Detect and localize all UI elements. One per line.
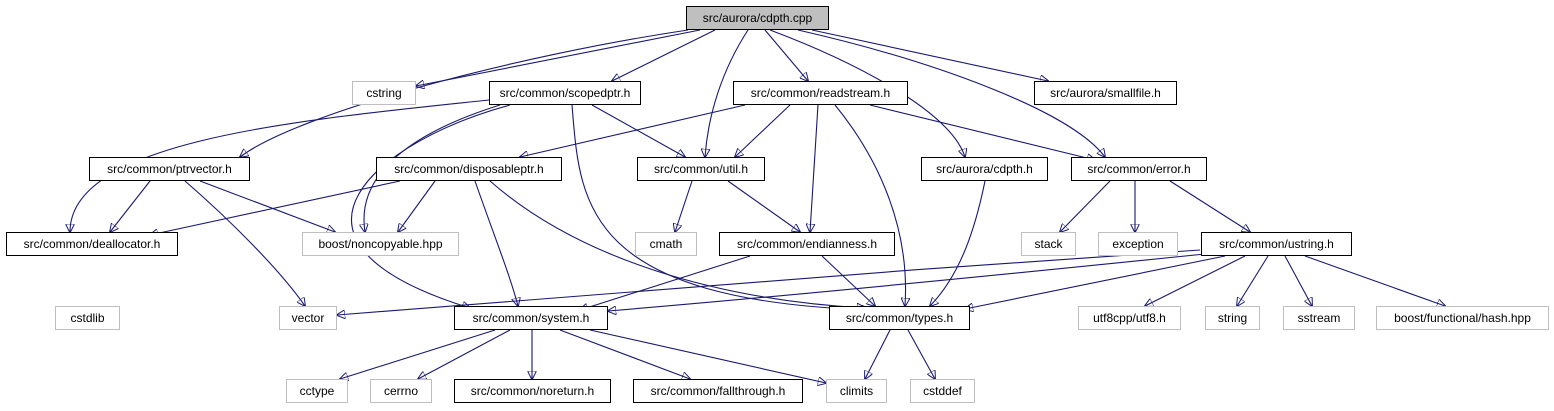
node-noreturn[interactable]: src/common/noreturn.h <box>454 379 611 403</box>
node-system[interactable]: src/common/system.h <box>454 306 608 330</box>
edge-scopedptr-util <box>591 104 685 157</box>
edge-cdpth-cpp-cstring <box>416 29 701 86</box>
edge-readstream-endianness <box>810 104 819 232</box>
edge-disposableptr-types <box>489 180 865 308</box>
edge-ustring-system <box>608 253 1206 311</box>
node-deallocator[interactable]: src/common/deallocator.h <box>6 232 178 256</box>
node-string[interactable]: string <box>1205 306 1260 330</box>
edge-ptrvector-deallocator <box>110 180 151 232</box>
edge-ustring-hash <box>1304 255 1445 306</box>
edge-disposableptr-deallocator <box>150 180 401 235</box>
edge-system-cctype <box>340 329 496 379</box>
edge-error-ustring <box>1169 180 1250 232</box>
edge-scopedptr-types <box>571 104 870 310</box>
edge-ustring-sstream <box>1284 255 1312 306</box>
node-climits[interactable]: climits <box>826 379 887 403</box>
edge-cdpth-cpp-ptrvector <box>240 29 689 157</box>
node-cstring[interactable]: cstring <box>352 81 416 105</box>
edge-scopedptr-noncopyable <box>364 104 501 232</box>
edge-scopedptr-system <box>350 104 511 308</box>
node-readstream[interactable]: src/common/readstream.h <box>733 81 908 105</box>
edge-cdpth-cpp-readstream <box>764 29 808 81</box>
edge-cdpth-cpp-scopedptr <box>612 29 716 81</box>
edge-scopedptr-deallocator <box>70 99 490 232</box>
edge-system-cerrno <box>418 329 511 379</box>
node-ustring[interactable]: src/common/ustring.h <box>1201 232 1352 256</box>
node-vector[interactable]: vector <box>279 306 337 330</box>
node-utf8[interactable]: utf8cpp/utf8.h <box>1078 306 1181 330</box>
edge-cdpth-h-types <box>930 180 986 306</box>
edge-util-cmath <box>675 180 693 232</box>
edge-endianness-types <box>821 255 875 306</box>
edge-cdpth-cpp-smallfile <box>811 29 1048 81</box>
node-util[interactable]: src/common/util.h <box>637 157 765 181</box>
node-cctype[interactable]: cctype <box>286 379 348 403</box>
edge-readstream-util <box>735 104 791 157</box>
node-cmath[interactable]: cmath <box>635 232 697 256</box>
edge-error-stack <box>1060 180 1111 232</box>
node-error[interactable]: src/common/error.h <box>1071 157 1207 181</box>
node-cdpth-cpp[interactable]: src/aurora/cdpth.cpp <box>686 6 829 30</box>
node-types[interactable]: src/common/types.h <box>829 306 970 330</box>
edge-cdpth-cpp-util <box>705 29 749 157</box>
node-noncopyable[interactable]: boost/noncopyable.hpp <box>302 232 459 256</box>
edge-cdpth-cpp-error <box>797 29 1105 157</box>
node-sstream[interactable]: sstream <box>1283 306 1355 330</box>
edge-ptrvector-noncopyable <box>199 180 335 232</box>
edge-readstream-disposableptr <box>520 104 746 157</box>
edge-ptrvector-vector <box>184 180 305 306</box>
edge-ustring-string <box>1237 255 1269 306</box>
node-hash[interactable]: boost/functional/hash.hpp <box>1376 306 1549 330</box>
node-cstdlib[interactable]: cstdlib <box>55 306 120 330</box>
edge-ustring-utf8 <box>1145 255 1246 306</box>
edge-disposableptr-noncopyable <box>398 180 436 232</box>
edge-ustring-types <box>965 255 1226 309</box>
node-ptrvector[interactable]: src/common/ptrvector.h <box>89 157 250 181</box>
node-scopedptr[interactable]: src/common/scopedptr.h <box>489 81 641 105</box>
node-cstddef[interactable]: cstddef <box>910 379 975 403</box>
node-smallfile[interactable]: src/aurora/smallfile.h <box>1034 81 1177 105</box>
node-endianness[interactable]: src/common/endianness.h <box>719 232 895 256</box>
node-cdpth-h[interactable]: src/aurora/cdpth.h <box>921 157 1048 181</box>
node-stack[interactable]: stack <box>1021 232 1076 256</box>
node-cerrno[interactable]: cerrno <box>370 379 432 403</box>
edge-util-endianness <box>727 180 800 232</box>
edge-readstream-error <box>869 104 1095 160</box>
edge-system-fallthrough <box>559 329 690 379</box>
edge-readstream-types <box>834 104 906 306</box>
edge-types-cstddef <box>907 329 935 379</box>
edge-types-climits <box>865 329 891 379</box>
node-disposableptr[interactable]: src/common/disposableptr.h <box>376 157 562 181</box>
node-fallthrough[interactable]: src/common/fallthrough.h <box>633 379 803 403</box>
edge-endianness-system <box>580 255 751 310</box>
edge-system-climits <box>589 329 826 383</box>
node-exception[interactable]: exception <box>1098 232 1178 256</box>
edge-disposableptr-system <box>474 180 518 306</box>
